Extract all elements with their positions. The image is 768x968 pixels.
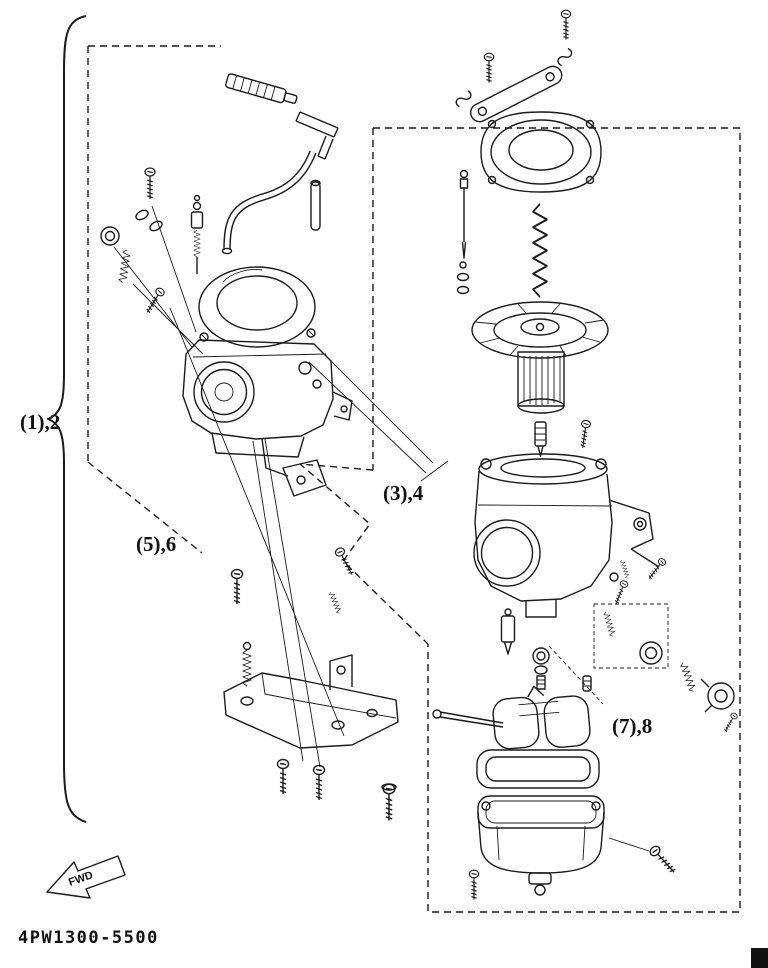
diaphragm-rim — [471, 301, 609, 359]
spring-icon — [328, 590, 343, 615]
subgroup-boundary — [593, 603, 669, 669]
screw-icon — [230, 568, 244, 605]
mid-fasteners-left — [230, 545, 357, 615]
bracket-strap — [469, 65, 563, 123]
screw-icon — [577, 419, 592, 449]
t-fitting — [295, 111, 339, 138]
diaphragm-spring — [531, 202, 549, 299]
screw-icon — [483, 52, 495, 84]
fwd-label: FWD — [67, 869, 95, 889]
pump-cover — [707, 682, 735, 710]
label-3-4-leader — [420, 460, 449, 482]
curved-pipe — [223, 150, 317, 251]
cover-screw-icon — [199, 332, 209, 342]
spring-icon — [619, 559, 631, 580]
intake-bore — [473, 519, 541, 587]
float-pontoon — [492, 696, 540, 750]
screw-icon — [468, 869, 480, 901]
left-assembly-boundary — [87, 45, 221, 554]
vacuum-chamber-cover — [198, 266, 316, 348]
pilot-jet — [582, 675, 592, 692]
s-hook-icon — [556, 46, 574, 68]
spring-icon — [531, 202, 549, 299]
needle-jet — [534, 419, 592, 457]
right-assembly-boundary — [372, 127, 741, 913]
washer-icon — [149, 220, 163, 232]
label-group-5-6: (5),6 — [136, 532, 176, 556]
screw-icon — [312, 764, 326, 801]
right-carburetor-body — [473, 453, 668, 618]
piston-slide — [517, 351, 565, 407]
s-hook-icon — [454, 87, 473, 110]
enrichment-parts-right — [602, 610, 739, 734]
fuel-hose-assembly — [221, 73, 339, 255]
body-top-flange — [478, 453, 608, 485]
o-ring-icon — [100, 226, 120, 246]
bowl-gasket — [476, 749, 600, 789]
small-fasteners-left — [100, 167, 204, 355]
mounting-bracket-assembly — [223, 641, 399, 822]
ribbed-hose — [225, 73, 298, 104]
main-jet — [532, 647, 550, 665]
left-bracket — [47, 15, 87, 823]
throttle-linkage — [608, 499, 654, 550]
part-number: 4PW1300-5500 — [18, 928, 159, 948]
linkage-plate — [282, 459, 327, 497]
label-group-1-2: (1),2 — [20, 410, 60, 434]
screw-icon — [647, 843, 679, 877]
bracket-plate — [223, 672, 399, 749]
page-corner-marker — [751, 948, 768, 968]
plunger-cap — [193, 194, 201, 202]
screw-icon — [276, 758, 290, 795]
screw-icon — [333, 545, 357, 578]
screw-icon — [612, 579, 630, 606]
bowl-fasteners — [468, 837, 679, 901]
label-group-3-4: (3),4 — [383, 481, 424, 505]
vacuum-piston — [471, 301, 609, 414]
diaphragm-disc — [639, 641, 663, 665]
top-fasteners-right — [454, 9, 574, 123]
float-pin — [439, 711, 504, 728]
fwd-arrow-icon: FWD — [46, 855, 126, 899]
screw-icon — [721, 711, 739, 734]
float-bowl — [477, 795, 605, 896]
spring-icon — [602, 610, 617, 638]
float-pontoon — [543, 695, 591, 748]
left-carburetor — [169, 266, 434, 768]
screw-icon — [560, 9, 572, 41]
jets-group — [500, 608, 592, 692]
choke-plunger — [190, 211, 204, 229]
needle-valve — [500, 615, 516, 643]
spring-icon — [679, 661, 697, 693]
label-7-8-leader — [548, 645, 604, 705]
cover-screw-icon — [306, 328, 316, 338]
screw-icon — [144, 167, 156, 200]
diaphragm-cover — [480, 111, 602, 193]
drain-plug — [528, 872, 552, 885]
screw-icon — [142, 286, 167, 316]
overflow-pipe — [310, 181, 321, 231]
label-group-7-8: (7),8 — [612, 714, 652, 738]
washer-icon — [135, 209, 149, 221]
jet-needle — [456, 169, 470, 295]
intake-bore — [193, 361, 255, 423]
float-assembly — [432, 685, 591, 750]
spring-icon — [193, 229, 201, 258]
connector-boundary-zigzag — [299, 463, 429, 645]
carburetor-body-outline — [182, 339, 334, 440]
